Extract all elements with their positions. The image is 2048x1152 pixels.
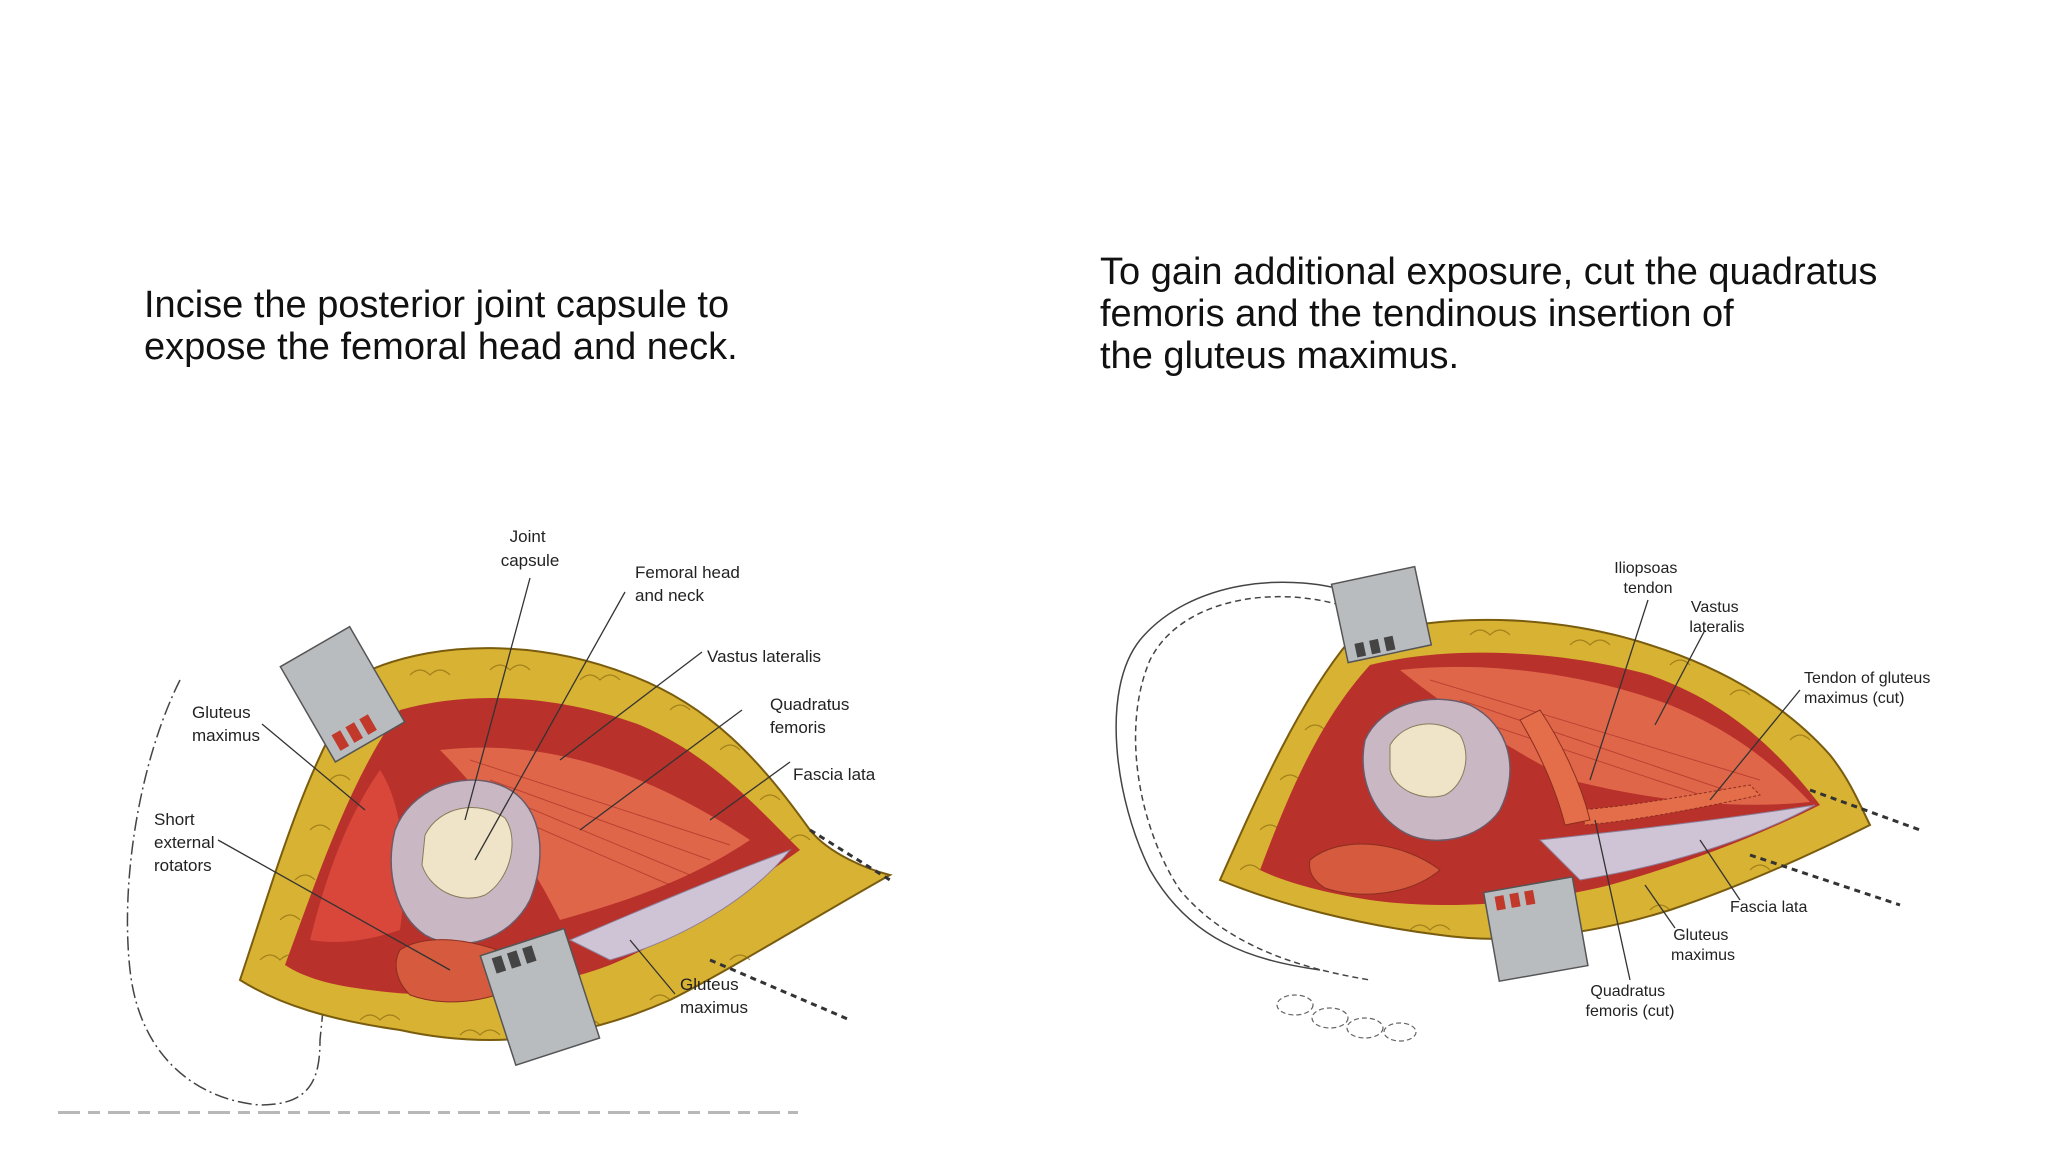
leader-gluteus-top bbox=[261, 723, 366, 811]
right-illustration-svg: Iliopsoas tendon Vastus lateralis Tendon… bbox=[1115, 560, 1935, 1042]
label-fascia-lata: Fascia lata bbox=[793, 765, 876, 784]
right-caption-line-2: femoris and the tendinous insertion of bbox=[1100, 293, 1734, 335]
body-outline-dashed bbox=[1134, 595, 1371, 981]
body-outline bbox=[1115, 581, 1361, 971]
fascia-lata bbox=[568, 848, 792, 961]
right-caption-line-3: the gluteus maximus. bbox=[1100, 335, 1460, 377]
label-iliopsoas-tendon: Iliopsoas tendon bbox=[1614, 560, 1682, 597]
leader-iliopsoas bbox=[1589, 599, 1649, 781]
cropped-figure-caption bbox=[58, 1108, 798, 1116]
label-fascia-lata: Fascia lata bbox=[1730, 899, 1807, 916]
body-outline bbox=[126, 679, 326, 1106]
fat-texture bbox=[259, 664, 811, 1036]
right-surgical-illustration: Iliopsoas tendon Vastus lateralis Tendon… bbox=[1110, 540, 1990, 1060]
label-tendon-gluteus-maximus: Tendon of gluteus maximus (cut) bbox=[1804, 670, 1935, 707]
retractor-top bbox=[279, 625, 406, 763]
right-caption-line-1: To gain additional exposure, cut the qua… bbox=[1100, 251, 1878, 293]
femoral-head bbox=[421, 807, 513, 899]
incision-dash-2 bbox=[1749, 853, 1901, 907]
incision-dash bbox=[1809, 788, 1921, 832]
vastus-lateralis-muscle bbox=[1400, 666, 1810, 805]
leader-joint-capsule bbox=[464, 577, 531, 821]
left-surgical-illustration: Joint capsule Femoral head and neck Vast… bbox=[110, 500, 910, 1120]
femoral-head bbox=[1389, 723, 1467, 798]
label-short-external-rotators: Short external rotators bbox=[154, 810, 219, 875]
leader-quadratus-femoris bbox=[579, 709, 743, 831]
label-vastus-lateralis: Vastus lateralis bbox=[707, 647, 821, 666]
leader-short-rotators bbox=[217, 839, 451, 971]
label-vastus-lateralis: Vastus lateralis bbox=[1689, 599, 1744, 636]
label-quadratus-femoris-cut: Quadratus femoris (cut) bbox=[1586, 983, 1675, 1020]
leader-vastus-lateralis bbox=[559, 651, 703, 761]
label-gluteus-maximus-bottom: Gluteus maximus bbox=[680, 975, 748, 1017]
leader-gluteus-maximus bbox=[1644, 884, 1676, 929]
retractor-bottom bbox=[479, 927, 601, 1067]
incision-dash bbox=[809, 828, 891, 882]
retractor-bottom bbox=[1482, 876, 1589, 983]
label-gluteus-maximus-top: Gluteus maximus bbox=[192, 703, 260, 745]
label-quadratus-femoris: Quadratus femoris bbox=[770, 695, 854, 737]
left-caption-line-2: expose the femoral head and neck. bbox=[144, 326, 738, 368]
gluteus-maximus-muscle bbox=[310, 770, 404, 942]
retractor-top bbox=[1330, 565, 1433, 664]
left-caption-line-1: Incise the posterior joint capsule to bbox=[144, 284, 730, 326]
label-femoral-head-neck: Femoral head and neck bbox=[635, 563, 745, 605]
right-caption: To gain additional exposure, cut the qua… bbox=[1100, 251, 1877, 377]
incision-dash-2 bbox=[709, 958, 851, 1022]
leader-quadratus-cut bbox=[1594, 819, 1631, 981]
fascia-lata bbox=[1538, 804, 1816, 881]
leader-tendon-gluteus bbox=[1709, 689, 1801, 801]
label-gluteus-maximus: Gluteus maximus bbox=[1671, 927, 1735, 964]
left-illustration-svg: Joint capsule Femoral head and neck Vast… bbox=[126, 527, 893, 1106]
leader-fascia-lata bbox=[1699, 839, 1741, 901]
leader-vastus-lateralis bbox=[1654, 629, 1706, 726]
cut-tendon bbox=[1579, 784, 1762, 826]
vastus-lateralis-muscle bbox=[440, 747, 750, 920]
short-external-rotators bbox=[1309, 843, 1441, 895]
leader-fascia-lata bbox=[709, 761, 791, 821]
foot-outline bbox=[1276, 994, 1417, 1042]
quadratus-femoris-cut bbox=[1519, 709, 1591, 826]
leader-femoral-head bbox=[474, 591, 626, 861]
label-joint-capsule: Joint capsule bbox=[501, 527, 560, 570]
left-caption: Incise the posterior joint capsule to ex… bbox=[144, 284, 738, 368]
leader-gluteus-bottom bbox=[629, 939, 676, 995]
